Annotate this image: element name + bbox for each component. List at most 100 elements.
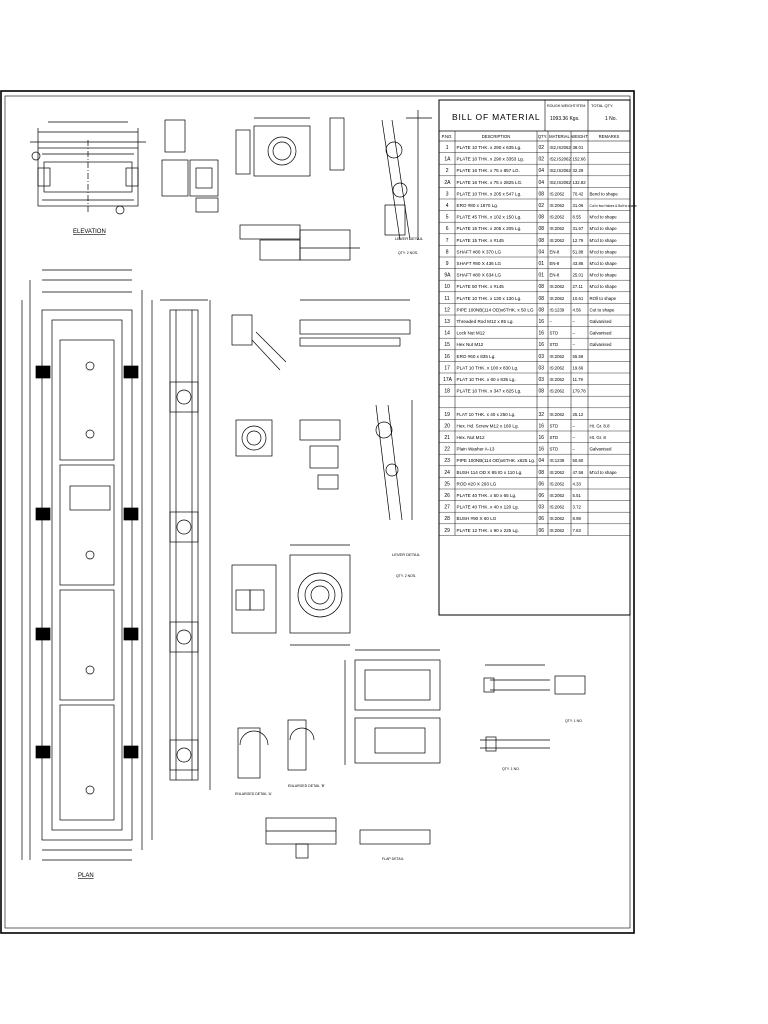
bom-cell-mat: IS2,IS2062 (550, 180, 572, 185)
detail-pin (480, 664, 586, 752)
bom-cell-mat: EN-8 (550, 249, 560, 254)
bom-cell-pno: 7 (446, 238, 449, 244)
bom-cell-pno: 6 (446, 226, 449, 232)
bom-cell-desc: PLATE 15 THK. x 205 x 205 Lg. (457, 226, 522, 231)
bom-cell-mat: EN-8 (550, 261, 560, 266)
bom-cell-pno: 18 (444, 389, 450, 395)
bom-cell-pno: 4 (446, 203, 449, 209)
bom-cell-qty: 03 (539, 365, 545, 371)
bom-cell-qty: 02 (539, 145, 545, 151)
bom-cell-desc: PLATE 45 THK. x 102 x 150 Lg. (457, 215, 522, 220)
bom-cell-qty: 04 (539, 249, 545, 255)
bom-cell-desc: ROD #20 X 293 LG (457, 481, 497, 486)
bom-cell-desc: FLAT 10 THK. x 40 x 250 Lg. (457, 412, 516, 417)
bom-cell-wt: – (573, 319, 576, 324)
bom-cell-qty: 03 (539, 377, 545, 383)
bom-cell-mat: IS:2062 (550, 528, 565, 533)
bom-cell-rem: M'cd to shape (590, 284, 618, 289)
bom-header-cell: WEIGHT (571, 134, 588, 139)
bom-cell-desc: PLATE 40 THK. x 40 x 120 Lg. (457, 505, 519, 510)
bom-cell-qty: 06 (539, 493, 545, 499)
bom-cell-rem: ROll to shape (590, 296, 617, 301)
bom-cell-pno: 22 (444, 447, 450, 453)
bom-cell-wt: 55.59 (573, 354, 584, 359)
bom-cell-mat: IS:2062 (550, 516, 565, 521)
bom-cell-qty: 08 (539, 296, 545, 302)
detail-frame-assembly (344, 649, 441, 765)
bom-cell-desc: Threaded Rod M12 x 85 Lg. (457, 319, 514, 324)
bom-cell-desc: PLATE 10 THK. x 290 x 3353 Lg. (457, 157, 525, 162)
bom-cell-pno: 19 (444, 412, 450, 418)
bom-cell-rem: Bend to shape (590, 191, 619, 196)
bom-cell-mat: IS:2062 (550, 296, 565, 301)
total-qty-label: TOTAL QTY. (591, 103, 613, 108)
bom-cell-wt: 25.12 (573, 412, 584, 417)
bom-cell-qty: 32 (539, 412, 545, 418)
bom-cell-rem: Galvanised (590, 447, 613, 452)
bom-cell-desc: Hex. Hd. Screw M12 x 160 Lg. (457, 423, 519, 428)
bom-cell-wt: 7.63 (573, 528, 582, 533)
bom-cell-pno: 8 (446, 249, 449, 255)
bom-header-cell: QTY. (538, 134, 547, 139)
bom-cell-mat: IS2,IS2062 (550, 145, 572, 150)
bom-cell-wt: – (573, 423, 576, 428)
bom-table: BILL OF MATERIAL ROUGH WEIGHT/ITEM 1093.… (438, 99, 637, 616)
bom-cell-pno: 12 (444, 307, 450, 313)
bom-cell-pno: 15 (444, 342, 450, 348)
bom-cell-pno: 25 (444, 481, 450, 487)
bom-cell-mat: IS:2062 (550, 238, 565, 243)
section-b-label: ENLARGED DETAIL 'B' (288, 784, 325, 788)
bom-cell-wt: 5.51 (573, 493, 582, 498)
bom-cell-mat: IS:2062 (550, 377, 565, 382)
bom-cell-wt: 152.66 (573, 157, 587, 162)
bom-cell-rem: Galvanised (590, 342, 613, 347)
bom-cell-mat: IS:2062 (550, 191, 565, 196)
bom-cell-rem: Cut to shape (590, 307, 615, 312)
bom-cell-qty: 01 (539, 261, 545, 267)
bom-cell-qty: 04 (539, 168, 545, 174)
detail-lever-top (381, 110, 432, 241)
flap-detail-label: FLAP DETAIL (382, 857, 404, 861)
bom-cell-wt: 11.79 (573, 377, 584, 382)
bom-cell-desc: ERO #60 x 835 Lg. (457, 354, 496, 359)
qty-label-4: QTY. 1 NO. (565, 719, 583, 723)
bom-cell-rem: M'cd to shape (590, 226, 618, 231)
bom-cell-qty: 02 (539, 157, 545, 163)
bom-cell-wt: 19.66 (573, 365, 584, 370)
bom-cell-mat: IS:2062 (550, 215, 565, 220)
bom-cell-rem: Ht. Gr. 8 (590, 435, 607, 440)
bom-cell-pno: 1 (446, 145, 449, 151)
bom-cell-qty: 08 (539, 238, 545, 244)
bom-cell-desc: PLATE 16 THK. x 75 x 857 LG. (457, 168, 520, 173)
bom-cell-qty: 02 (539, 203, 545, 209)
bom-cell-rem: M'cd to shape (590, 261, 618, 266)
bom-cell-desc: PLATE 10 THK. x 130 x 130 Lg. (457, 296, 522, 301)
bom-cell-qty: 16 (539, 342, 545, 348)
bom-cell-pno: 28 (444, 516, 450, 522)
bom-cell-desc: SHAFT #80 X 370 LG (457, 249, 502, 254)
bom-cell-qty: 16 (539, 319, 545, 325)
bom-cell-qty: 03 (539, 505, 545, 511)
bom-header-cell: P.NO. (442, 134, 453, 139)
bom-cell-pno: 17 (444, 365, 450, 371)
bom-cell-mat: STD (550, 342, 559, 347)
bom-cell-desc: PIPE 100NB(114 OD)x6THK. x625 Lg. (457, 458, 536, 463)
bom-cell-desc: PLATE 12 THK. x 90 x 225 Lg. (457, 528, 519, 533)
bom-cell-wt: 8.55 (573, 215, 582, 220)
bom-cell-qty: 06 (539, 528, 545, 534)
qty-label-1: QTY. 2 NOS. (398, 251, 418, 255)
bom-cell-rem: Galvanised (590, 319, 613, 324)
bom-cell-pno: 5 (446, 215, 449, 221)
bom-cell-wt: 38.01 (573, 145, 584, 150)
bom-cell-mat: STD (550, 447, 559, 452)
bom-title: BILL OF MATERIAL (452, 112, 540, 122)
bom-cell-desc: Plain Washer A-13 (457, 447, 495, 452)
bom-cell-pno: 9A (444, 273, 451, 279)
bom-cell-qty: 06 (539, 516, 545, 522)
bom-cell-qty: 01 (539, 273, 545, 279)
bom-cell-qty: 06 (539, 481, 545, 487)
bom-cell-wt: 70.42 (573, 191, 584, 196)
bom-cell-desc: PLATE 50 THK. x #145 (457, 284, 505, 289)
bom-cell-rem: Ht. Gr. 8.8 (590, 423, 611, 428)
bom-cell-wt: 179.78 (573, 389, 587, 394)
